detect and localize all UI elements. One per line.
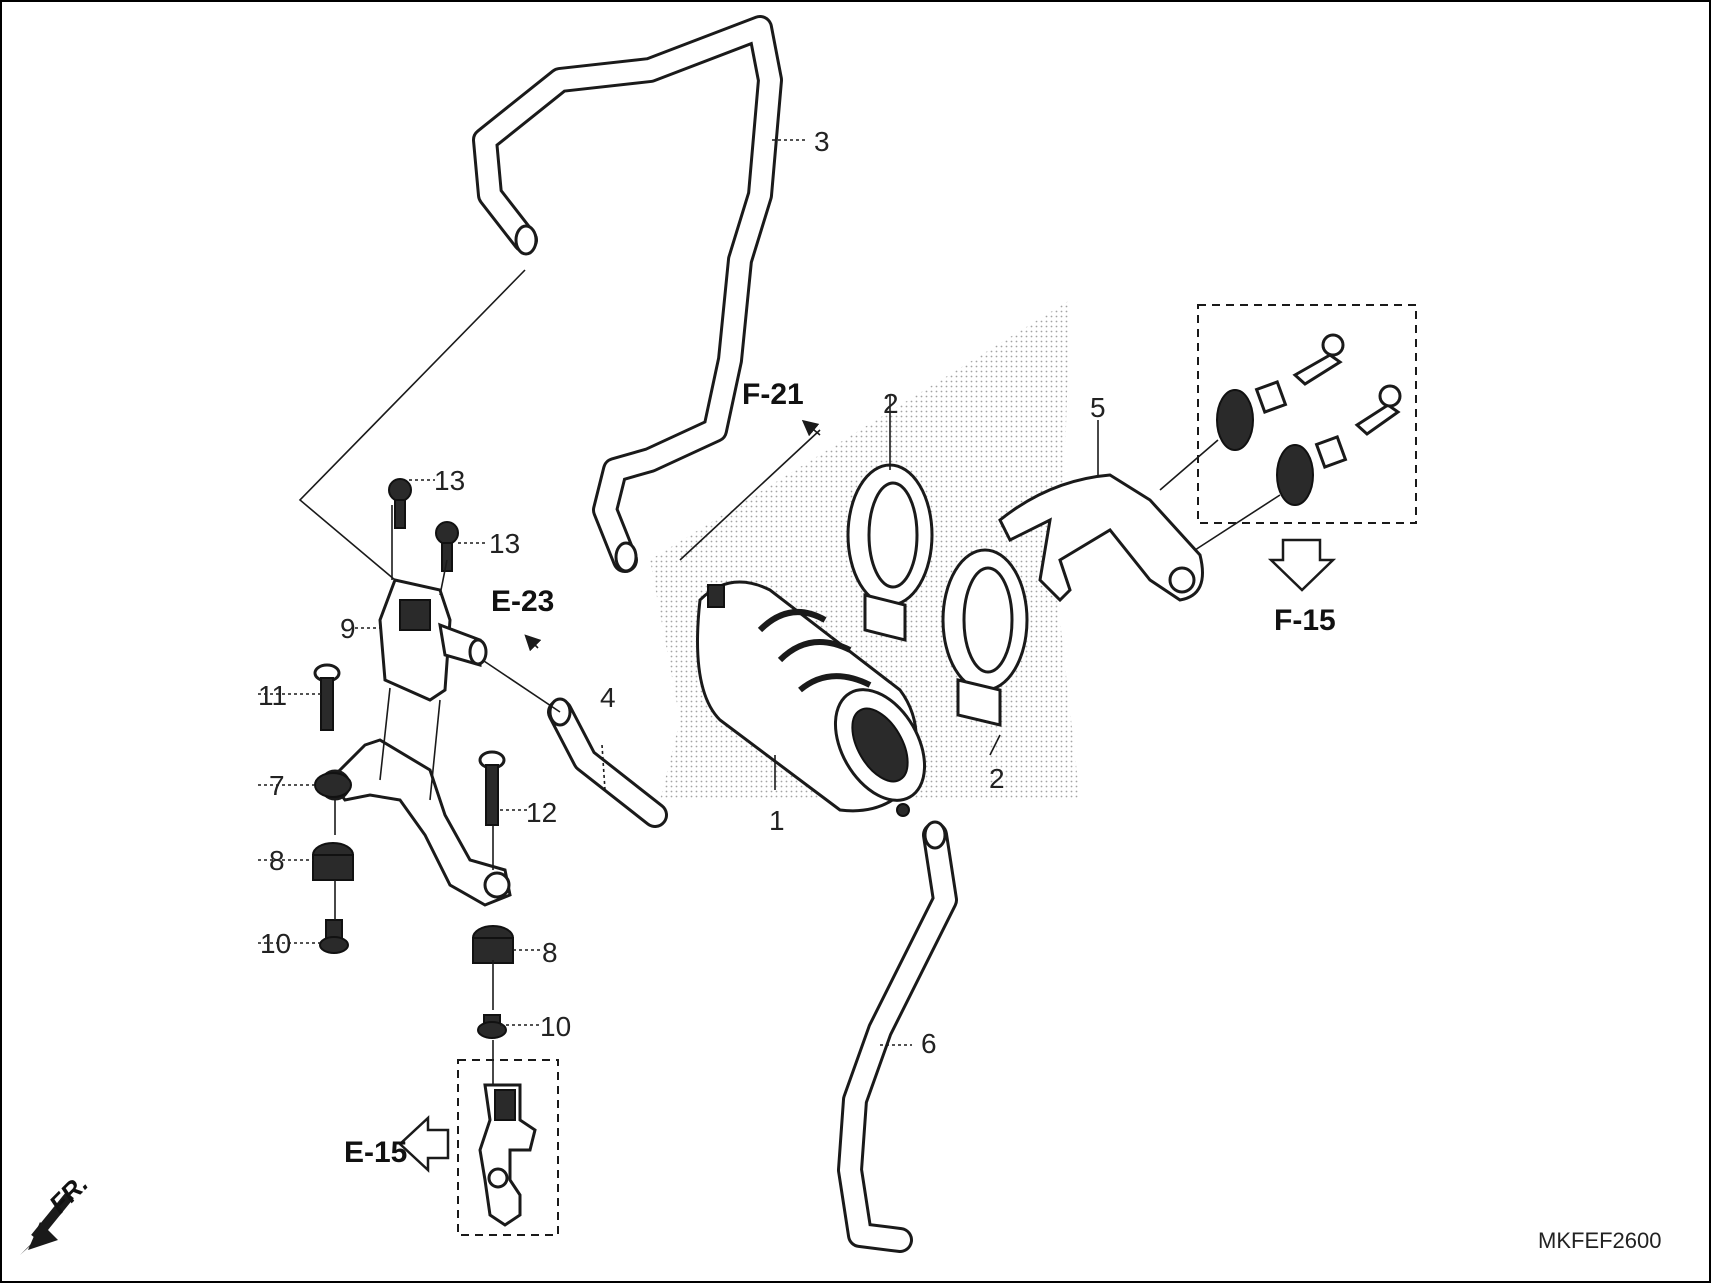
evap-canister <box>696 580 927 817</box>
part-number-8-left: 8 <box>269 845 285 876</box>
part-number-5: 5 <box>1090 392 1106 423</box>
e15-arrow <box>398 1115 450 1173</box>
part-number-3: 3 <box>814 126 830 157</box>
hose-6 <box>837 820 958 1253</box>
grommet-lower <box>1276 384 1402 506</box>
bolt-11 <box>313 663 341 731</box>
bolt-12 <box>478 750 506 826</box>
band-clamp-upper <box>846 463 934 642</box>
purge-solenoid-valve <box>378 578 488 702</box>
reference-f15: F-15 <box>1274 604 1336 637</box>
reference-f21: F-21 <box>742 378 804 411</box>
f15-hardware-box <box>1159 304 1417 551</box>
collar-7 <box>314 772 352 798</box>
bolt-13-upper <box>388 478 412 529</box>
part-number-10-right: 10 <box>540 1011 571 1042</box>
reference-e15: E-15 <box>344 1136 407 1169</box>
grommet-8-left <box>312 842 354 881</box>
part-number-10-left: 10 <box>260 928 291 959</box>
part-number-6: 6 <box>921 1028 937 1059</box>
f15-arrow <box>1267 538 1337 592</box>
part-number-11: 11 <box>258 680 287 711</box>
part-number-13-upper: 13 <box>434 465 465 496</box>
part-number-8-right: 8 <box>542 937 558 968</box>
canister-bracket-5 <box>998 473 1204 603</box>
bolt-10-left <box>319 919 349 954</box>
part-number-2-lower: 2 <box>989 763 1005 794</box>
part-number-1: 1 <box>769 805 785 836</box>
bolt-13-lower <box>435 521 459 572</box>
band-clamp-lower <box>941 548 1029 727</box>
e15-sensor-box <box>457 1059 559 1236</box>
part-number-2-upper: 2 <box>883 388 899 419</box>
part-number-9: 9 <box>340 613 356 644</box>
bolt-10-right <box>477 1014 507 1039</box>
drawing-code: MKFEF2600 <box>1538 1228 1662 1253</box>
hose-3 <box>472 15 783 573</box>
grommet-8-right <box>472 925 514 964</box>
front-arrow <box>20 1191 74 1255</box>
part-number-13-lower: 13 <box>489 528 520 559</box>
reference-e23: E-23 <box>491 585 554 618</box>
part-number-7: 7 <box>269 770 285 801</box>
grommet-upper <box>1216 333 1345 451</box>
leader-lines <box>258 139 1099 1085</box>
part-number-12: 12 <box>526 797 557 828</box>
part-number-4: 4 <box>600 682 616 713</box>
